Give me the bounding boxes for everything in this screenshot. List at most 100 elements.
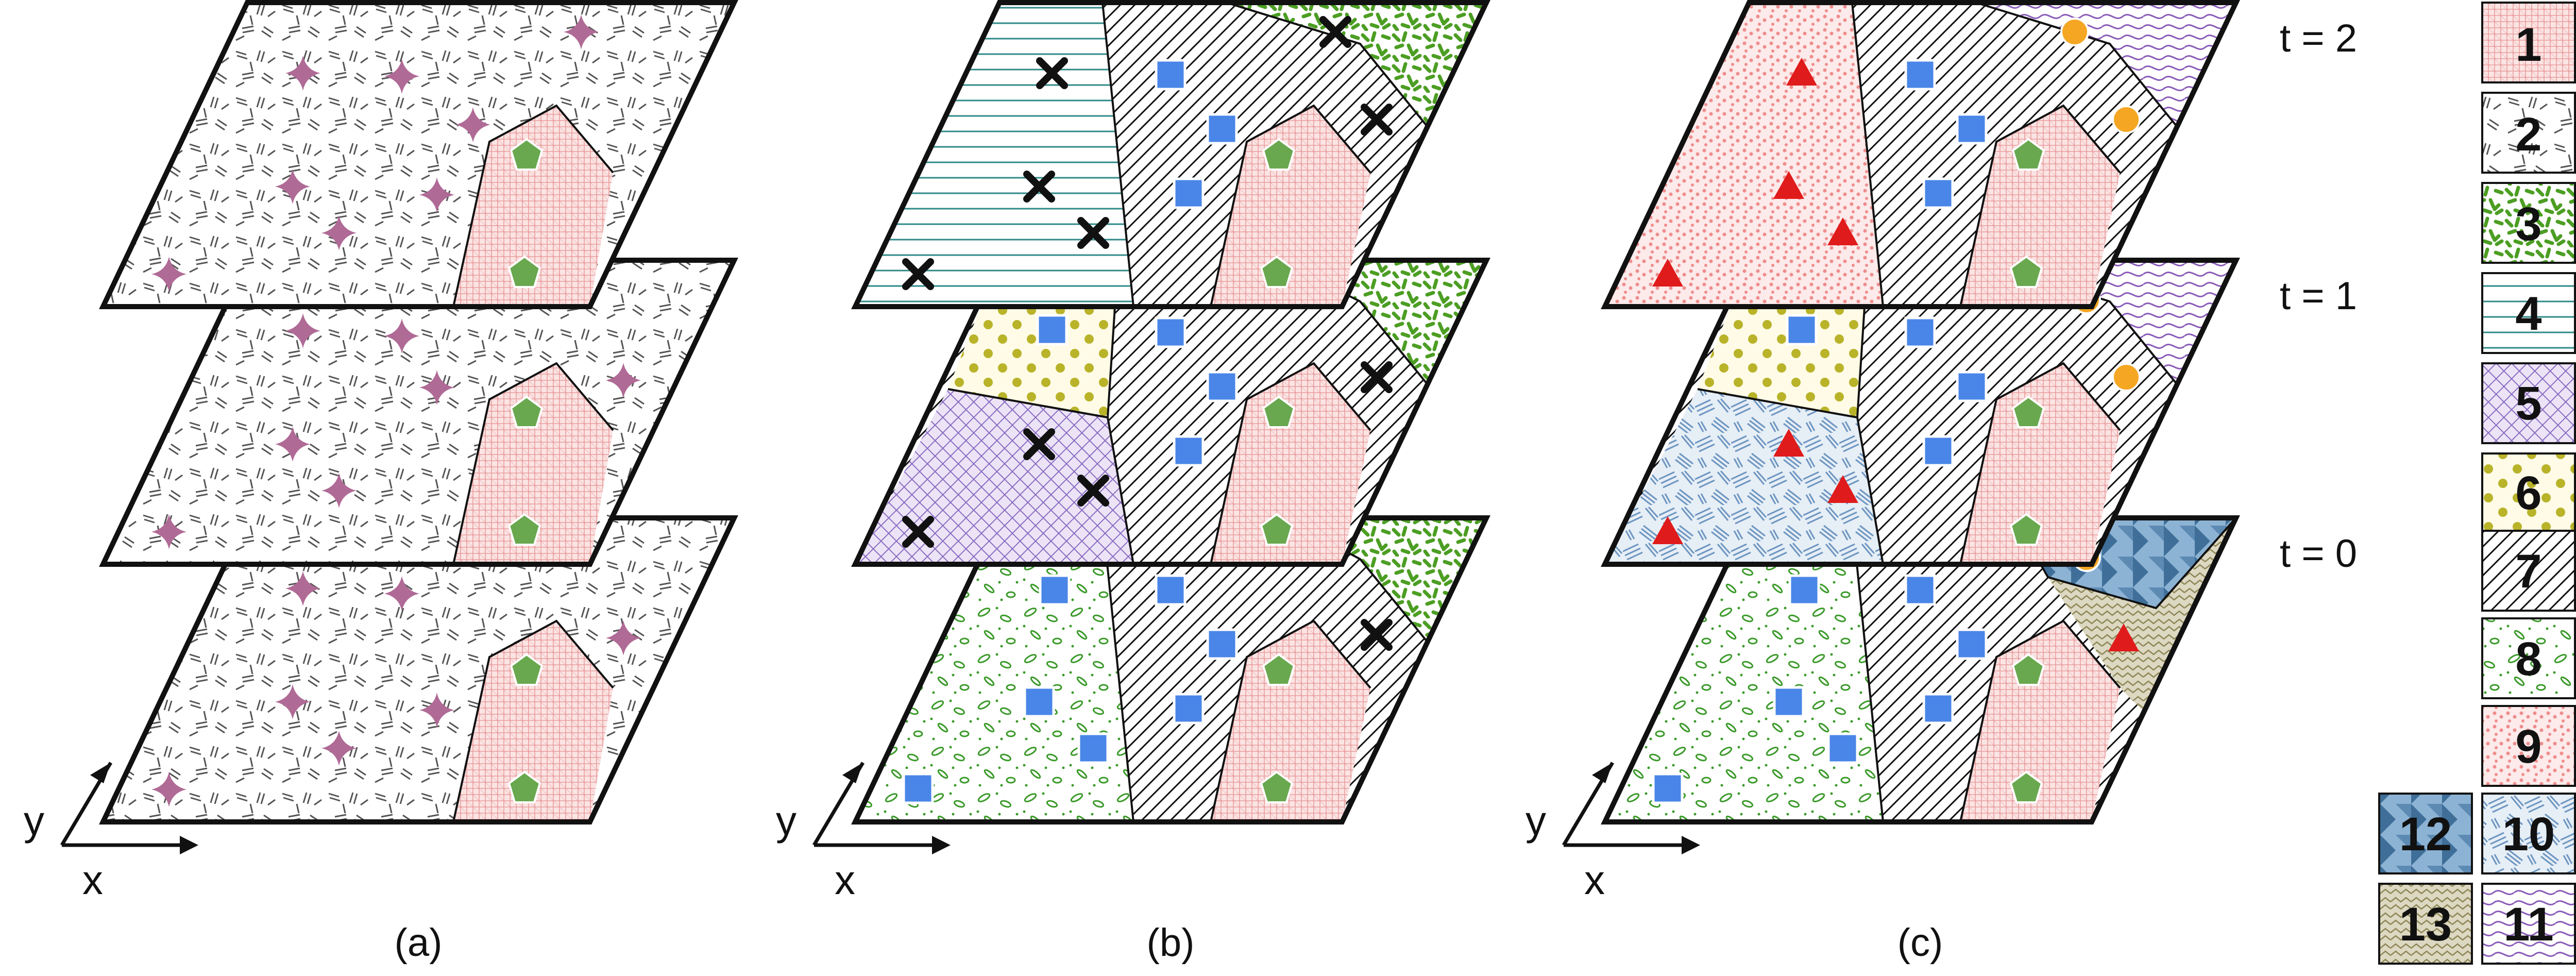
square-icon — [1828, 734, 1857, 763]
region-3 — [1226, 3, 1486, 126]
axes-b: y x — [776, 762, 951, 903]
legend-item-10: 10 — [2481, 793, 2576, 874]
square-icon — [1156, 60, 1185, 89]
legend-item-11: 11 — [2481, 883, 2576, 965]
panel-a-layer-t2 — [99, 0, 738, 309]
axes-a: y x — [24, 762, 198, 903]
legend-label-13: 13 — [2399, 898, 2452, 951]
square-icon — [1174, 179, 1203, 208]
square-icon — [1787, 315, 1816, 344]
square-icon — [1774, 687, 1803, 716]
square-icon — [1924, 179, 1953, 208]
panel-a-layer-t0 — [99, 515, 738, 824]
square-icon — [1924, 694, 1953, 723]
region-4 — [855, 3, 1133, 307]
panel-c-layer-t2 — [1601, 0, 2240, 309]
region-1 — [453, 363, 613, 564]
legend-item-4: 4 — [2481, 272, 2576, 354]
square-icon — [1653, 774, 1682, 803]
square-icon — [1156, 576, 1185, 604]
caption-b: (b) — [1147, 921, 1195, 965]
legend-label-5: 5 — [2515, 377, 2541, 430]
axes-c: y x — [1526, 762, 1700, 903]
legend-item-8: 8 — [2481, 617, 2576, 699]
region-11 — [1978, 260, 2236, 384]
square-icon — [1906, 318, 1935, 347]
panel-c-layer-t0 — [1601, 515, 2240, 824]
square-icon — [1208, 114, 1236, 143]
caption-c: (c) — [1897, 921, 1943, 965]
square-icon — [1040, 576, 1069, 604]
square-icon — [1906, 576, 1935, 604]
caption-a: (a) — [395, 921, 443, 965]
panel-b-layer-t0 — [851, 515, 1490, 824]
time-label-t0: t = 0 — [2280, 532, 2357, 576]
legend: 1 2 3 4 5 6 7 8 — [2378, 2, 2576, 965]
legend-label-3: 3 — [2515, 198, 2541, 250]
square-icon — [1957, 630, 1986, 659]
region-1 — [1960, 621, 2120, 822]
legend-label-4: 4 — [2515, 288, 2541, 340]
circle-icon — [2112, 105, 2141, 134]
region-3 — [1283, 518, 1486, 642]
axis-y-label: y — [1526, 798, 1546, 844]
legend-label-8: 8 — [2515, 633, 2541, 685]
circle-icon — [2112, 363, 2141, 392]
region-1 — [1211, 106, 1370, 307]
panel-a-layer-t1 — [99, 258, 738, 567]
region-13 — [2048, 518, 2236, 711]
legend-item-13: 13 — [2378, 883, 2473, 965]
region-1 — [1211, 621, 1370, 822]
legend-label-12: 12 — [2399, 808, 2452, 861]
legend-item-5: 5 — [2481, 362, 2576, 444]
region-10 — [1605, 389, 1883, 564]
legend-item-6: 6 — [2481, 452, 2576, 534]
region-11 — [1976, 3, 2236, 126]
square-icon — [1957, 372, 1986, 401]
time-label-t2: t = 2 — [2280, 16, 2357, 60]
legend-item-9: 9 — [2481, 705, 2576, 787]
square-icon — [904, 774, 933, 803]
legend-label-6: 6 — [2515, 467, 2541, 519]
region-1 — [1211, 363, 1370, 564]
square-icon — [1208, 630, 1236, 659]
region-1 — [453, 621, 613, 822]
axis-x-label: x — [835, 857, 855, 903]
region-1 — [1960, 106, 2120, 307]
square-icon — [1906, 60, 1935, 89]
square-icon — [1790, 576, 1819, 604]
panel-a: y x (a) — [24, 0, 738, 965]
square-icon — [1079, 734, 1108, 763]
panel-c: y x (c) — [1526, 0, 2240, 965]
region-1 — [453, 106, 613, 307]
axis-y-label: y — [776, 798, 796, 844]
region-9 — [1605, 3, 1883, 307]
legend-label-10: 10 — [2502, 808, 2555, 861]
axis-y-label: y — [24, 798, 44, 844]
square-icon — [1174, 694, 1203, 723]
legend-item-3: 3 — [2481, 182, 2576, 264]
legend-item-7: 7 — [2481, 530, 2576, 612]
legend-item-2: 2 — [2481, 92, 2576, 174]
region-3 — [1278, 260, 1486, 384]
square-icon — [1174, 436, 1203, 465]
region-1 — [1960, 363, 2120, 564]
square-icon — [1957, 114, 1986, 143]
panel-b-layer-t2 — [851, 0, 1490, 309]
square-icon — [1025, 687, 1054, 716]
legend-item-12: 12 — [2378, 793, 2473, 874]
square-icon — [1208, 372, 1236, 401]
legend-item-1: 1 — [2481, 2, 2576, 83]
square-icon — [1924, 436, 1953, 465]
square-icon — [1038, 315, 1066, 344]
panel-b: y x (b) — [776, 0, 1490, 965]
legend-label-11: 11 — [2503, 898, 2553, 951]
panel-c-layer-t1 — [1601, 258, 2240, 567]
legend-label-2: 2 — [2515, 108, 2541, 161]
time-label-t1: t = 1 — [2280, 274, 2357, 318]
legend-label-7: 7 — [2515, 545, 2541, 598]
axis-x-label: x — [1584, 857, 1605, 903]
axis-x-label: x — [82, 857, 103, 903]
circle-icon — [2060, 18, 2089, 46]
